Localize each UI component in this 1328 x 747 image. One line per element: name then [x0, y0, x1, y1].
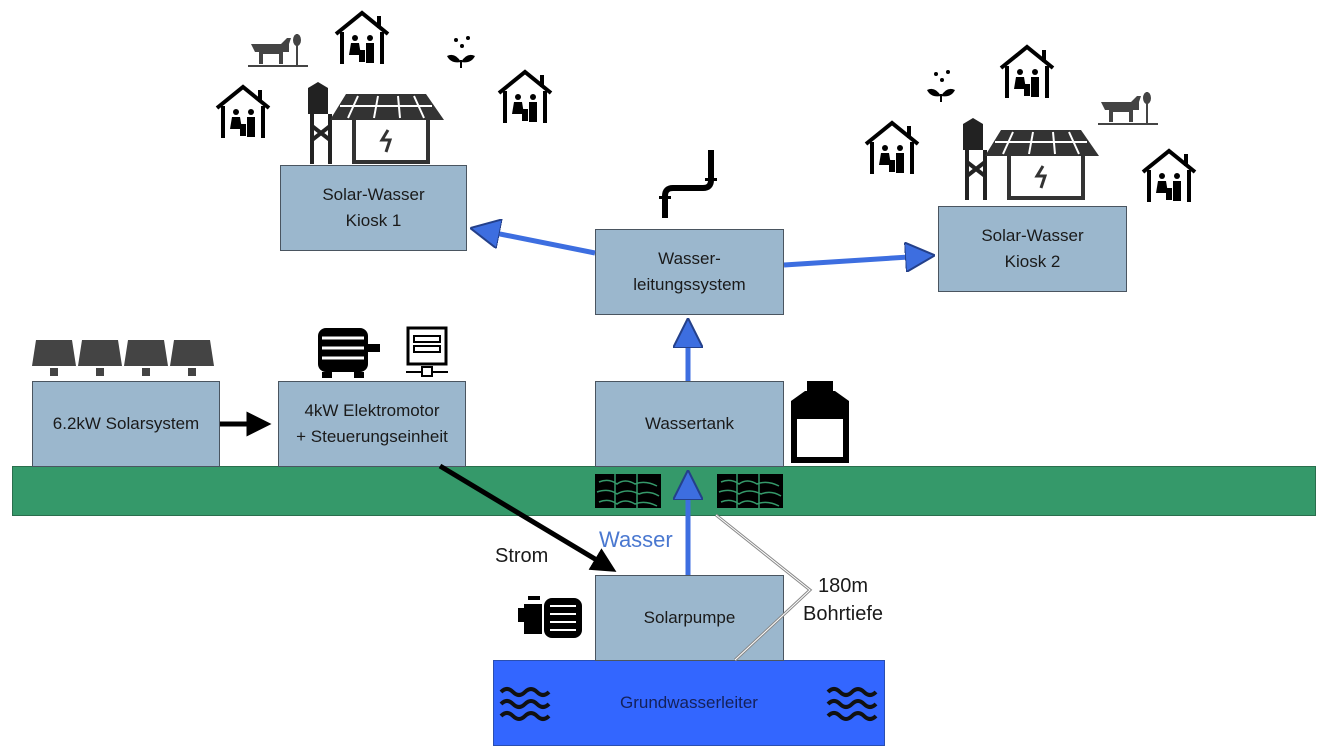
- solar-kiosk-icon: [963, 118, 1099, 200]
- pipe-icon: [659, 150, 717, 218]
- solar-system-label: 6.2kW Solarsystem: [52, 414, 200, 433]
- pipe-system-label-line1: Wasser-: [658, 249, 721, 268]
- cow-crop-icon: [1098, 92, 1158, 125]
- aquifer-label: Grundwasserleiter: [620, 693, 758, 712]
- arrow-power-to-pump: [438, 463, 617, 572]
- kiosk-2-label-line2: Kiosk 2: [1004, 252, 1061, 271]
- motor-box: 4kW Elektromotor + Steuerungseinheit: [278, 381, 466, 467]
- tank-icon: [791, 381, 849, 463]
- depth-label-line1: 180m: [818, 575, 869, 597]
- water-label: Wasser: [599, 527, 673, 552]
- motor-label-line1: 4kW Elektromotor: [304, 401, 440, 420]
- control-unit-icon: [406, 326, 448, 377]
- house-family-icon: [334, 10, 390, 64]
- depth-label-line2: Bohrtiefe: [803, 603, 884, 625]
- cow-crop-icon: [248, 34, 308, 67]
- water-tank-box: Wassertank: [595, 381, 784, 467]
- water-waves-icon: [826, 687, 878, 721]
- aquifer-box: Grundwasserleiter: [493, 660, 885, 746]
- power-label: Strom: [495, 545, 549, 567]
- pipe-system-box: Wasser-leitungssystem: [595, 229, 784, 315]
- rock-icon: [595, 474, 661, 508]
- electric-motor-icon: [318, 328, 380, 378]
- arrow-to-kiosk-1: [480, 230, 596, 256]
- kiosk-2-label-line1: Solar-Wasser: [981, 226, 1084, 245]
- pump-icon: [518, 596, 582, 638]
- solar-system-box: 6.2kW Solarsystem: [32, 381, 220, 467]
- motor-label-line2: + Steuerungseinheit: [296, 427, 448, 446]
- plant-rain-icon: [927, 70, 955, 102]
- pump-label: Solarpumpe: [643, 608, 736, 627]
- kiosk-1-label-line2: Kiosk 1: [345, 211, 402, 230]
- water-tank-label: Wassertank: [644, 414, 735, 433]
- plant-rain-icon: [447, 36, 475, 68]
- rock-icon: [717, 474, 783, 508]
- kiosk-1-label-line1: Solar-Wasser: [322, 185, 425, 204]
- solar-panel-icon: [32, 340, 214, 376]
- house-family-icon: [999, 44, 1055, 98]
- pipe-system-label-line2: leitungssystem: [633, 275, 746, 294]
- solar-kiosk-icon: [308, 82, 444, 164]
- house-family-icon: [497, 69, 553, 123]
- house-family-icon: [215, 84, 271, 138]
- pump-box: Solarpumpe: [595, 575, 784, 661]
- depth-indicator-line: [715, 513, 813, 662]
- house-family-icon: [864, 120, 920, 174]
- depth-label: 180m Bohrtiefe: [803, 572, 883, 628]
- arrow-to-kiosk-2: [783, 256, 925, 265]
- water-waves-icon: [499, 687, 551, 721]
- house-family-icon: [1141, 148, 1197, 202]
